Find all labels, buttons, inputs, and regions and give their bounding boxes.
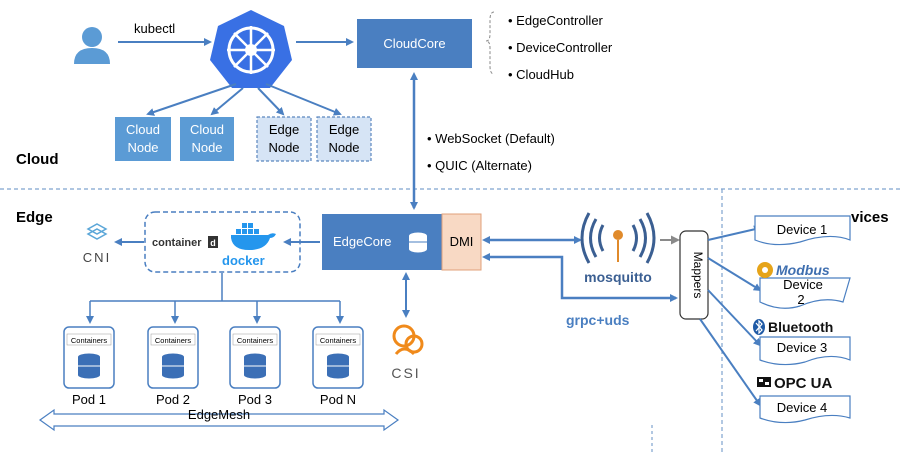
- mappers-box: [679, 230, 709, 320]
- pod-3: Containers Pod 3: [229, 326, 281, 407]
- mappers-to-devices-arrows: [699, 225, 762, 407]
- dmi-label: DMI: [450, 234, 474, 249]
- cloudcore-label: CloudCore: [383, 36, 445, 51]
- opc-ua-icon: [757, 377, 771, 387]
- docker-text: docker: [222, 253, 265, 268]
- device-2: Modbus Device 2: [757, 262, 851, 309]
- pod-n-tag: Containers: [320, 336, 357, 345]
- modbus-brand: Modbus: [776, 262, 830, 278]
- cloud-region-label: Cloud: [16, 151, 59, 168]
- csi-logo: CSI: [391, 324, 424, 381]
- cloud-node-1: Cloud Node: [115, 117, 171, 161]
- pod-1-name: Pod 1: [72, 392, 106, 407]
- modbus-gear-icon: [757, 262, 773, 278]
- pod-3-name: Pod 3: [238, 392, 272, 407]
- bluetooth-icon: [753, 319, 765, 335]
- device-2-label-line2: 2: [797, 292, 804, 307]
- opc-ua-brand: OPC UA: [774, 375, 833, 392]
- edge-node-2: Edge Node: [316, 116, 372, 162]
- edgecore-label: EdgeCore: [333, 234, 392, 249]
- pod-3-tag: Containers: [237, 336, 274, 345]
- cloud-node-2: Cloud Node: [180, 117, 234, 161]
- components-brace: [485, 11, 495, 75]
- cni-label: CNI: [83, 250, 111, 265]
- pod-2-tag: Containers: [155, 336, 192, 345]
- user-icon: [74, 27, 110, 64]
- runtime-to-pods-tree: [86, 273, 344, 324]
- pod-2-name: Pod 2: [156, 392, 190, 407]
- dmi-grpc-arrow: [482, 253, 678, 302]
- mappers-label: Mappers: [691, 252, 705, 299]
- cloudcore-component-cloudhub: • CloudHub: [508, 67, 574, 82]
- cloudcore-box: [357, 19, 472, 68]
- pod-2: Containers Pod 2: [147, 326, 199, 407]
- devices-region-label: vices: [851, 209, 889, 226]
- pod-n: Containers Pod N: [312, 326, 364, 407]
- mosquitto-label: mosquitto: [584, 269, 652, 285]
- edgemesh-label: EdgeMesh: [188, 407, 250, 422]
- edge-node-1-line1: Edge: [269, 122, 299, 137]
- edgemesh-arrow: [38, 408, 400, 432]
- cni-logo: CNI: [83, 223, 111, 265]
- edgecore-database-icon: [409, 232, 427, 253]
- cloud-node-1-line1: Cloud: [126, 122, 160, 137]
- edge-node-2-line2: Node: [328, 140, 359, 155]
- containerd-logo: container d: [152, 236, 218, 249]
- edge-node-1-line2: Node: [268, 140, 299, 155]
- kubernetes-icon: [210, 10, 292, 88]
- cloudcore-component-devicecontroller: • DeviceController: [508, 40, 613, 55]
- containerd-text: container: [152, 237, 202, 249]
- device-1: Device 1: [754, 215, 851, 246]
- cloud-node-1-line2: Node: [127, 140, 158, 155]
- device-3: Bluetooth Device 3: [753, 319, 851, 366]
- grpc-label: grpc+uds: [566, 312, 630, 328]
- pod-1: Containers Pod 1: [63, 326, 115, 407]
- cloud-node-2-line2: Node: [191, 140, 222, 155]
- protocol-websocket: • WebSocket (Default): [427, 131, 555, 146]
- protocol-quic: • QUIC (Alternate): [427, 158, 532, 173]
- docker-logo: docker: [222, 223, 276, 268]
- device-1-label: Device 1: [777, 222, 828, 237]
- device-4: OPC UA Device 4: [757, 375, 851, 424]
- dmi-box: [441, 213, 482, 271]
- edge-node-2-line1: Edge: [329, 122, 359, 137]
- bluetooth-brand: Bluetooth: [768, 319, 833, 335]
- device-2-label: Device: [783, 277, 823, 292]
- device-3-label: Device 3: [777, 340, 828, 355]
- device-4-label: Device 4: [777, 400, 828, 415]
- k8s-to-nodes-arrows: [146, 83, 342, 116]
- edge-node-1: Edge Node: [256, 116, 312, 162]
- csi-label: CSI: [391, 365, 420, 381]
- kubectl-label: kubectl: [134, 21, 175, 36]
- pod-1-tag: Containers: [71, 336, 108, 345]
- cloud-node-2-line1: Cloud: [190, 122, 224, 137]
- edge-region-label: Edge: [16, 209, 53, 226]
- pod-n-name: Pod N: [320, 392, 356, 407]
- mosquitto-logo: mosquitto: [580, 212, 656, 285]
- cloudcore-component-edgecontroller: • EdgeController: [508, 13, 604, 28]
- containerd-suffix: d: [210, 238, 216, 248]
